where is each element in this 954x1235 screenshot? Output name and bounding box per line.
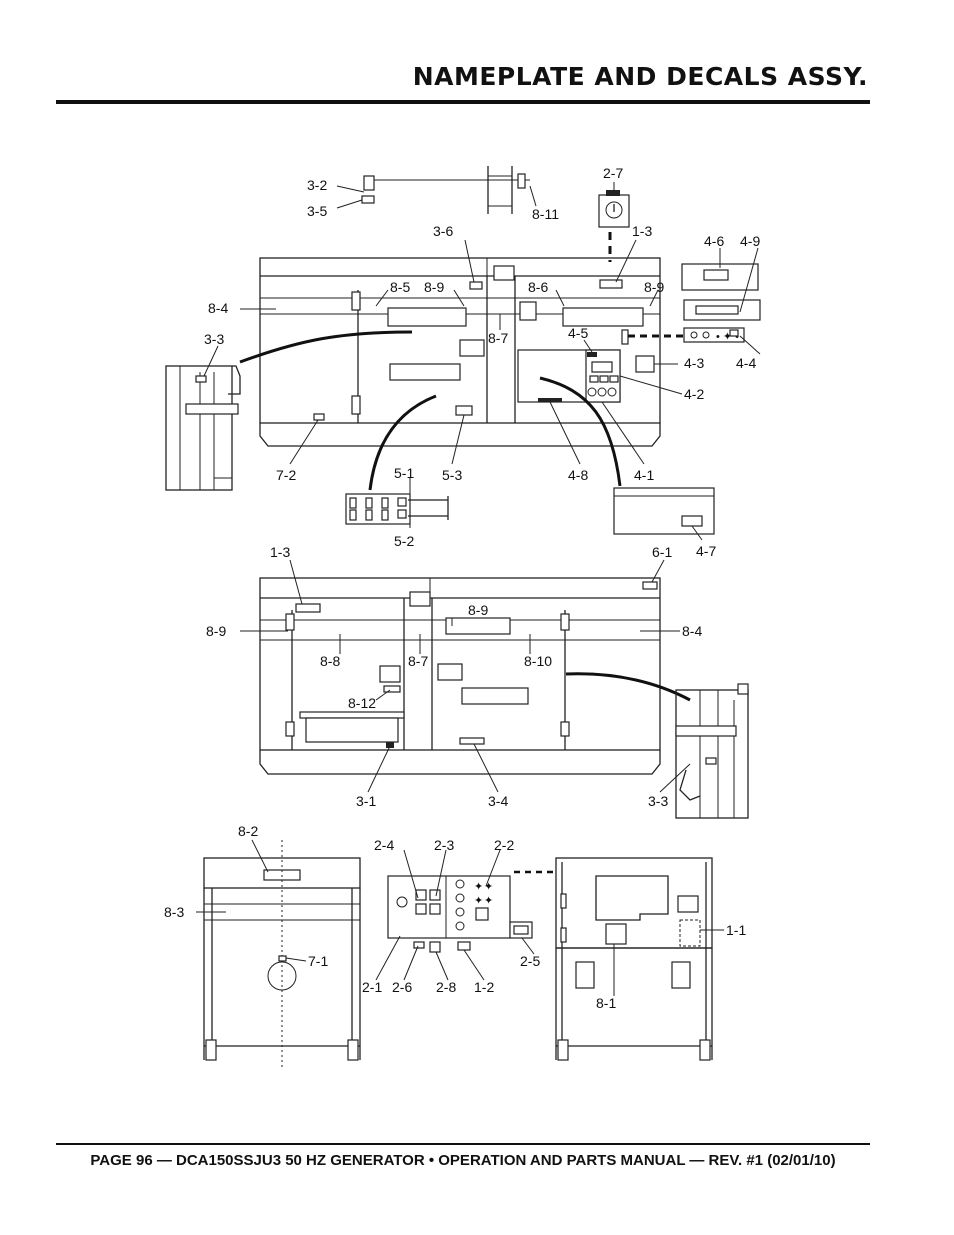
- callout-7-2: 7-2: [276, 467, 296, 483]
- callout-8-10: 8-10: [524, 653, 552, 669]
- callout-4-7: 4-7: [696, 543, 716, 559]
- callout-3-6: 3-6: [433, 223, 453, 239]
- callout-4-4: 4-4: [736, 355, 756, 371]
- leader-lines: [196, 182, 761, 996]
- callout-3-2: 3-2: [307, 177, 327, 193]
- breaker-switch-detail: [598, 190, 630, 262]
- enclosure-side-view-2: [259, 577, 661, 775]
- page-footer: PAGE 96 — DCA150SSJU3 50 HZ GENERATOR • …: [90, 1152, 836, 1169]
- cable-curve-4: [565, 672, 691, 702]
- callout-3-1: 3-1: [356, 793, 376, 809]
- callout-4-9: 4-9: [740, 233, 760, 249]
- callout-2-6: 2-6: [392, 979, 412, 995]
- callout-4-8: 4-8: [568, 467, 588, 483]
- callout-5-1: 5-1: [394, 465, 414, 481]
- footer-rule: [56, 1143, 870, 1145]
- callout-3-3-top: 3-3: [204, 331, 224, 347]
- callout-8-7-mid: 8-7: [408, 653, 428, 669]
- callout-2-4: 2-4: [374, 837, 394, 853]
- lifting-hook-detail: [361, 166, 530, 214]
- cable-curve-3: [539, 376, 622, 487]
- callout-8-1: 8-1: [596, 995, 616, 1011]
- callout-1-3-top: 1-3: [632, 223, 652, 239]
- callout-5-3: 5-3: [442, 467, 462, 483]
- callout-2-5: 2-5: [520, 953, 540, 969]
- callout-3-5: 3-5: [307, 203, 327, 219]
- callout-8-8: 8-8: [320, 653, 340, 669]
- callout-2-7: 2-7: [603, 165, 623, 181]
- svg-text:✦: ✦: [474, 895, 483, 907]
- callout-1-1: 1-1: [726, 922, 746, 938]
- callout-4-3: 4-3: [684, 355, 704, 371]
- callout-8-4-mid: 8-4: [682, 623, 702, 639]
- svg-text:✦: ✦: [474, 881, 483, 893]
- page-title: NAMEPLATE AND DECALS ASSY.: [412, 62, 868, 91]
- callout-4-1: 4-1: [634, 467, 654, 483]
- callout-6-1: 6-1: [652, 544, 672, 560]
- callout-8-12: 8-12: [348, 695, 376, 711]
- enclosure-side-view-1: [259, 257, 661, 447]
- callout-7-1: 7-1: [308, 953, 328, 969]
- output-terminal-panel: ✦ ✦ ✦ ✦: [387, 870, 556, 953]
- callout-8-9-mid-left: 8-9: [206, 623, 226, 639]
- enclosure-end-view-front: [203, 840, 361, 1070]
- cable-curve-1: [239, 330, 413, 364]
- enclosure-end-view-rear: [555, 857, 713, 1061]
- callout-8-9-top-left: 8-9: [424, 279, 444, 295]
- receptacle-plug-detail: [345, 493, 449, 525]
- callout-4-5: 4-5: [568, 325, 588, 341]
- callout-8-2: 8-2: [238, 823, 258, 839]
- callout-8-4-top: 8-4: [208, 300, 228, 316]
- callout-8-5: 8-5: [390, 279, 410, 295]
- callout-8-3: 8-3: [164, 904, 184, 920]
- callout-2-3: 2-3: [434, 837, 454, 853]
- callout-2-2: 2-2: [494, 837, 514, 853]
- callout-4-2: 4-2: [684, 386, 704, 402]
- callout-3-4: 3-4: [488, 793, 508, 809]
- callout-4-6: 4-6: [704, 233, 724, 249]
- svg-text:✦: ✦: [484, 895, 493, 907]
- header-rule: [56, 100, 870, 104]
- callout-8-9-top-right: 8-9: [644, 279, 664, 295]
- callout-8-7-top: 8-7: [488, 330, 508, 346]
- svg-text:✦: ✦: [484, 881, 493, 893]
- callout-2-1: 2-1: [362, 979, 382, 995]
- muffler-detail-left: [165, 365, 241, 491]
- cable-curve-2: [368, 394, 437, 491]
- callout-3-3-bottom: 3-3: [648, 793, 668, 809]
- callout-8-9-mid: 8-9: [468, 602, 488, 618]
- callout-5-2: 5-2: [394, 533, 414, 549]
- callout-1-3-mid: 1-3: [270, 544, 290, 560]
- callout-labels: 3-2 3-5 8-11 2-7 3-6 1-3 4-6 4-9 8-4 8-5…: [164, 165, 760, 1011]
- callout-8-6: 8-6: [528, 279, 548, 295]
- battery-box-detail: [613, 487, 715, 535]
- callout-8-11: 8-11: [532, 206, 559, 222]
- callout-1-2: 1-2: [474, 979, 494, 995]
- muffler-detail-right: [675, 683, 749, 819]
- callout-2-8: 2-8: [436, 979, 456, 995]
- meter-panel-details: • ✦ •: [635, 263, 761, 373]
